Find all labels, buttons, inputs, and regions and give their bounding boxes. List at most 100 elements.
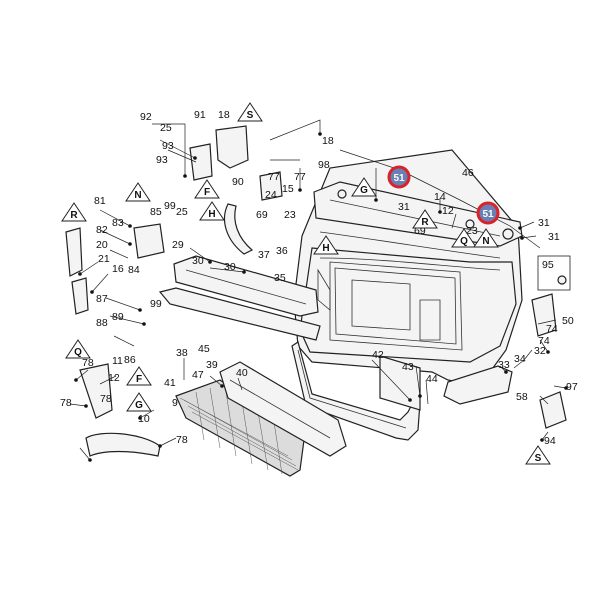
svg-text:N: N xyxy=(134,190,141,201)
callout: 88 xyxy=(96,317,108,329)
callout: 44 xyxy=(426,373,438,385)
callout: 38 xyxy=(176,347,188,359)
callout: 87 xyxy=(96,293,108,305)
callout: 20 xyxy=(96,239,108,251)
section-marker: F xyxy=(126,366,152,386)
callout: 90 xyxy=(232,176,244,188)
svg-text:H: H xyxy=(208,209,215,220)
svg-text:H: H xyxy=(322,243,329,254)
section-marker: Q xyxy=(451,228,477,248)
callout: 37 xyxy=(258,249,270,261)
svg-text:S: S xyxy=(535,453,542,464)
callout: 30 xyxy=(192,255,204,267)
section-marker: N xyxy=(473,228,499,248)
callout: 39 xyxy=(206,359,218,371)
callout: 77 xyxy=(294,171,306,183)
section-marker: H xyxy=(313,235,339,255)
callout: 18 xyxy=(218,109,230,121)
corner-panel xyxy=(443,365,513,405)
highlight-callout-51: 51 xyxy=(476,201,500,225)
grille xyxy=(175,379,305,477)
lower-frame xyxy=(291,341,421,441)
callout: 9 xyxy=(172,397,178,409)
leader-dots xyxy=(74,132,568,462)
callout: 31 xyxy=(548,231,560,243)
callout: 91 xyxy=(194,109,206,121)
callout: 32 xyxy=(534,345,546,357)
svg-text:51: 51 xyxy=(482,209,494,220)
callout: 43 xyxy=(402,361,414,373)
callout: 97 xyxy=(566,381,578,393)
svg-text:S: S xyxy=(247,110,254,121)
callout: 78 xyxy=(176,434,188,446)
callout: 14 xyxy=(434,191,446,203)
callout: 31 xyxy=(538,217,550,229)
callout: 74 xyxy=(538,335,550,347)
callout: 25 xyxy=(176,206,188,218)
callout: 15 xyxy=(282,183,294,195)
callout: 83 xyxy=(112,217,124,229)
section-marker: N xyxy=(125,182,151,202)
callout: 58 xyxy=(516,391,528,403)
section-marker: S xyxy=(525,445,551,465)
callout: 78 xyxy=(82,357,94,369)
callout: 45 xyxy=(198,343,210,355)
trim-strip xyxy=(158,255,321,341)
callout: 77 xyxy=(268,171,280,183)
callout: 78 xyxy=(100,393,112,405)
callout: 93 xyxy=(162,140,174,152)
svg-text:G: G xyxy=(135,400,143,411)
callout: 11 xyxy=(112,355,123,367)
callout: 23 xyxy=(284,209,296,221)
curved-bracket xyxy=(223,203,254,255)
callout-labels: 92 25 93 93 91 18 18 77 98 15 23 24 69 9… xyxy=(60,109,578,447)
leader-lines xyxy=(69,119,567,461)
section-marker: R xyxy=(412,209,438,229)
callout: 16 xyxy=(112,263,124,275)
callout: 25 xyxy=(160,122,172,134)
callout: 34 xyxy=(514,353,526,365)
callout: 33 xyxy=(498,359,510,371)
callout: 36 xyxy=(276,245,288,257)
svg-text:G: G xyxy=(360,185,368,196)
callout: 21 xyxy=(98,253,110,265)
svg-text:F: F xyxy=(136,374,142,385)
main-bumper-body xyxy=(293,149,523,385)
callout: 29 xyxy=(172,239,184,251)
side-cover-left xyxy=(65,223,165,315)
callout: 99 xyxy=(164,200,176,212)
callout: 35 xyxy=(274,272,286,284)
callout: 93 xyxy=(156,154,168,166)
right-side-parts xyxy=(531,255,571,429)
callout: 40 xyxy=(236,367,248,379)
callout: 95 xyxy=(542,259,554,271)
svg-text:51: 51 xyxy=(393,173,405,184)
callout: 31 xyxy=(398,201,410,213)
callout: 78 xyxy=(60,397,72,409)
svg-text:F: F xyxy=(204,187,210,198)
callout: 18 xyxy=(322,135,334,147)
callout: 10 xyxy=(138,413,150,425)
callout: 69 xyxy=(256,209,268,221)
svg-text:Q: Q xyxy=(74,347,82,358)
callout: 24 xyxy=(265,189,277,201)
section-marker: Q xyxy=(65,339,91,359)
lamp-housing xyxy=(219,361,347,457)
callout: 69 xyxy=(414,225,426,237)
callout: 82 xyxy=(96,224,108,236)
callout: 99 xyxy=(150,298,162,310)
callout: 89 xyxy=(112,311,124,323)
callout: 74 xyxy=(546,323,558,335)
callout: 41 xyxy=(164,377,176,389)
svg-text:R: R xyxy=(70,210,78,221)
section-marker: R xyxy=(61,202,87,222)
callout: 50 xyxy=(562,315,574,327)
callout: 86 xyxy=(124,354,136,366)
callout: 12 xyxy=(442,205,454,217)
callout: 46 xyxy=(462,167,474,179)
callout: 42 xyxy=(372,349,384,361)
callout: 81 xyxy=(94,195,106,207)
section-marker: S xyxy=(237,102,263,122)
callout: 94 xyxy=(544,435,556,447)
